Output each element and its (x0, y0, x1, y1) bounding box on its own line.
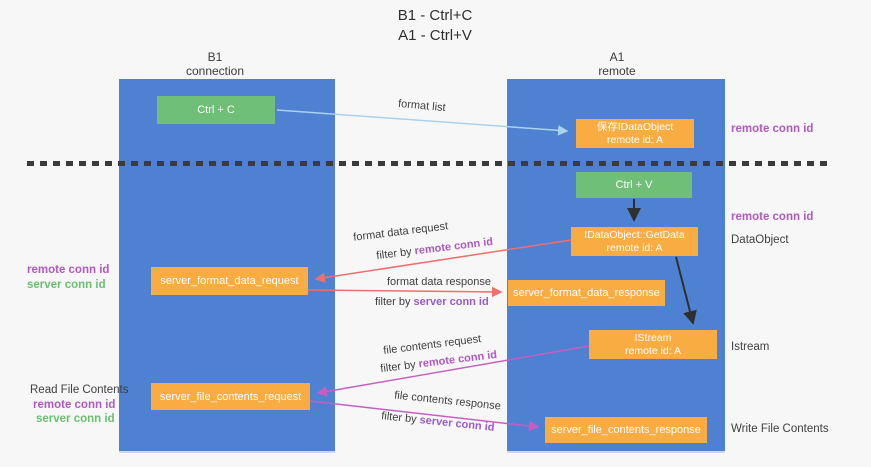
remote-conn-id-key: remote conn id (417, 348, 498, 371)
node-server-format-data-response: server_format_data_response (508, 280, 665, 306)
lane-header-b1: B1 connection (155, 50, 275, 78)
server-file-contents-response-label: server_file_contents_response (551, 424, 701, 436)
server-format-data-response-label: server_format_data_response (513, 287, 660, 299)
label-server-conn-id-mid-left: server conn id (27, 279, 106, 291)
label-server-conn-id-bottom-left: server conn id (36, 413, 115, 425)
remote-conn-id-key: remote conn id (413, 235, 494, 258)
istream-line2: remote id: A (624, 344, 682, 357)
server-file-contents-request-label: server_file_contents_request (159, 390, 302, 403)
ctrl-c-label: Ctrl + C (197, 104, 235, 116)
label-dataobject: DataObject (731, 234, 789, 246)
node-save-idataobject: 保存IDataObject remote id: A (576, 119, 694, 148)
server-format-data-request-label: server_format_data_request (160, 275, 299, 287)
lane-a1-role: remote (598, 64, 636, 78)
flow-label-format-list: format list (397, 97, 447, 115)
title-line-2: A1 - Ctrl+V (398, 27, 472, 44)
node-istream: IStream remote id: A (589, 330, 717, 359)
filter-by-text: filter by (375, 296, 414, 308)
node-ctrl-v: Ctrl + V (576, 172, 692, 198)
lane-b1-role: connection (185, 64, 245, 78)
lane-header-a1: A1 remote (557, 50, 677, 78)
ctrl-v-label: Ctrl + V (615, 179, 653, 191)
label-remote-conn-id-mid-right: remote conn id (731, 211, 814, 223)
label-istream: Istream (731, 341, 770, 353)
save-idataobject-line2: remote id: A (606, 133, 664, 146)
arrow-format-data-response (307, 286, 503, 298)
filter-by-text: filter by (375, 245, 416, 263)
lane-a1-name: A1 (609, 50, 625, 64)
diagram-title: B1 - Ctrl+C A1 - Ctrl+V (335, 6, 535, 46)
flow-label-filter-by-server-2: filter by server conn id (381, 410, 495, 434)
flow-label-file-contents-response: file contents response (393, 389, 502, 413)
save-idataobject-line1: 保存IDataObject (596, 120, 674, 133)
machine-boundary-dashed-line (27, 161, 830, 166)
node-server-file-contents-response: server_file_contents_response (545, 417, 707, 443)
server-conn-id-key: server conn id (418, 414, 496, 434)
label-remote-conn-id-bottom-left: remote conn id (33, 399, 116, 411)
server-conn-id-key: server conn id (413, 296, 489, 308)
flow-label-format-data-request: format data request (352, 220, 449, 244)
label-read-file-contents: Read File Contents (30, 384, 129, 396)
getdata-line1: IDataObject::GetData (584, 228, 685, 241)
istream-line1: IStream (634, 331, 672, 344)
filter-by-text: filter by (380, 410, 421, 427)
node-server-file-contents-request: server_file_contents_request (151, 383, 310, 410)
node-idataobject-getdata: IDataObject::GetData remote id: A (571, 227, 698, 256)
label-remote-conn-id-mid-left: remote conn id (27, 264, 110, 276)
lane-b1-name: B1 (207, 50, 223, 64)
node-server-format-data-request: server_format_data_request (151, 267, 308, 295)
filter-by-text: filter by (379, 358, 420, 376)
label-remote-conn-id-top-right: remote conn id (731, 123, 814, 135)
node-ctrl-c: Ctrl + C (157, 96, 275, 124)
title-line-1: B1 - Ctrl+C (397, 7, 473, 24)
flow-label-format-data-response: format data response (387, 276, 491, 288)
flow-label-filter-by-server-1: filter by server conn id (375, 296, 489, 308)
getdata-line2: remote id: A (606, 241, 663, 254)
label-write-file-contents: Write File Contents (731, 423, 829, 435)
flow-label-filter-by-remote-1: filter by remote conn id (376, 236, 494, 262)
